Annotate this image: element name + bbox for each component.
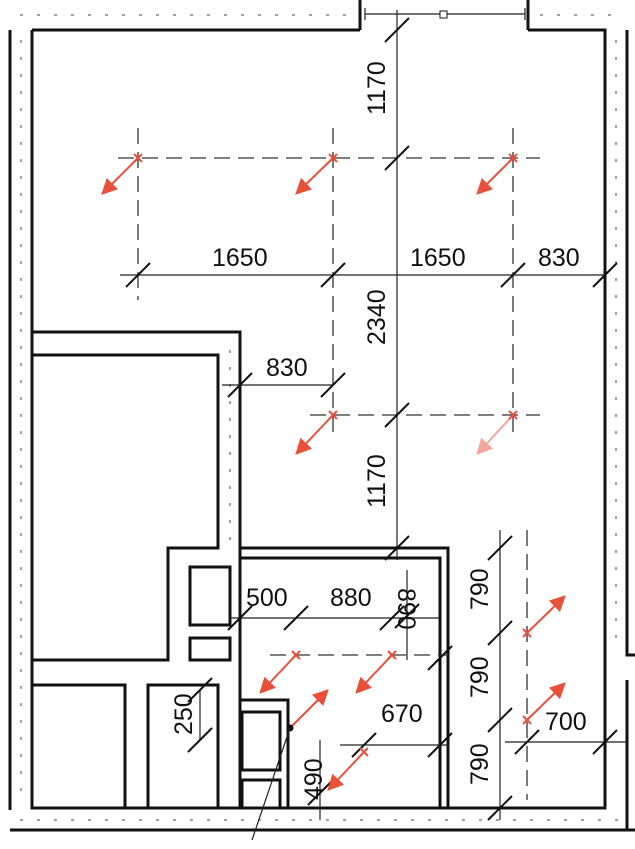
dim-span-right: 1650 (410, 244, 466, 272)
vent-arrows (101, 153, 566, 841)
grid-lines (118, 10, 627, 820)
dim-span-edge: 830 (538, 244, 580, 272)
dim-bath-lower: 490 (300, 758, 328, 800)
dim-right-top: 790 (466, 568, 494, 610)
dim-left-offset: 830 (266, 354, 308, 382)
dim-lower-height: 1170 (363, 454, 391, 508)
dim-bath-inner: 670 (381, 700, 423, 728)
dim-right-edge: 700 (545, 708, 587, 736)
dimension-labels: 1170 1650 1650 830 2340 830 1170 500 880… (170, 61, 587, 800)
dim-shaft-width: 250 (170, 693, 198, 735)
dim-span-left: 1650 (212, 244, 268, 272)
dim-mid-height: 2340 (363, 289, 391, 345)
dimension-ticks (125, 17, 618, 821)
dim-bath-span: 880 (330, 584, 372, 612)
dim-bath-right: 890 (392, 588, 420, 630)
dim-top-height: 1170 (363, 61, 391, 115)
door-top[interactable] (364, 8, 526, 20)
walls (8, 0, 635, 832)
dim-right-mid: 790 (466, 656, 494, 698)
dim-right-bottom: 790 (466, 743, 494, 785)
dim-bath-offset: 500 (246, 584, 288, 612)
